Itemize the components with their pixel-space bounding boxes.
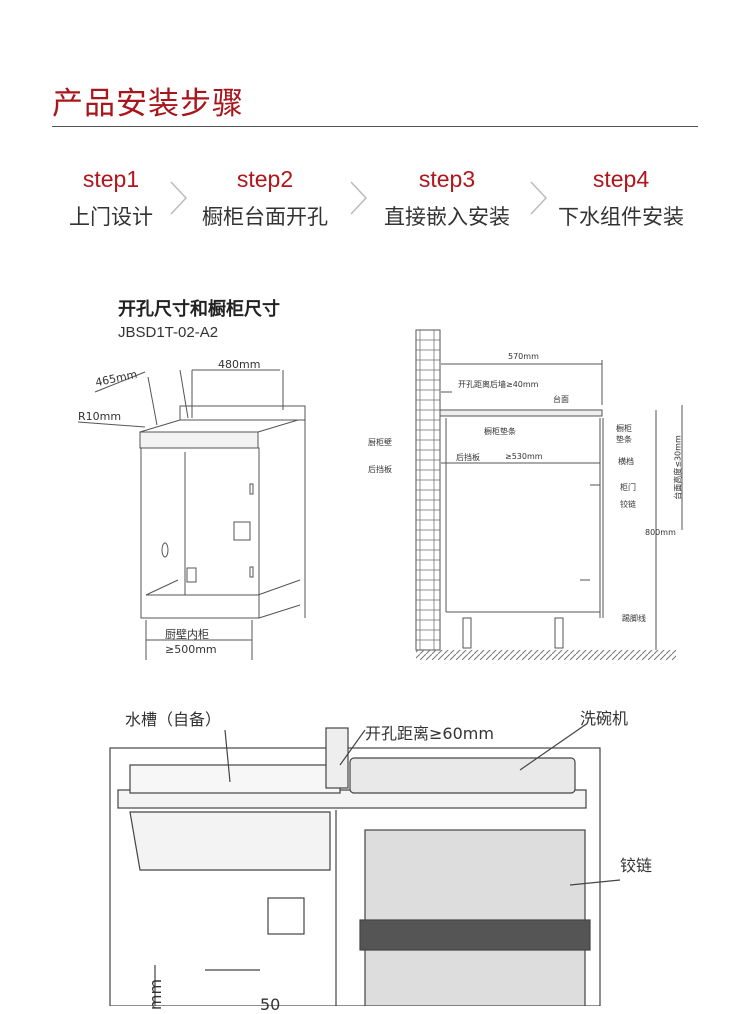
chevron-right-icon [530,181,548,215]
dishwasher-label: 洗碗机 [580,709,629,728]
chevron-right-icon [170,181,188,215]
bottom-dimension: 50 [260,995,281,1014]
inner-width-dimension: ≥500mm [165,643,217,656]
sink-label: 水槽（自备） [125,710,222,729]
kickboard-label: 踢脚线 [622,614,646,623]
distance-label: 开孔距离≥60mm [365,724,494,743]
chevron-right-icon [350,181,368,215]
cabinet-pad-label-right: 橱柜 垫条 [616,424,632,444]
cut-dimension: mm [146,978,166,1011]
cabinet-wall-label: 厨柜壁 [368,438,392,447]
depth-dimension: 465mm [94,367,139,390]
step-label: 直接嵌入安装 [384,205,510,229]
door-label: 柜门 [620,483,636,492]
step-number: step3 [418,166,476,192]
crossbar-label: 横档 [618,457,634,466]
inner-cabinet-label: 厨壁内柜 [165,628,209,641]
model-number: JBSD1T-02-A2 [118,324,219,341]
countertop-label: 台面 [553,395,569,404]
step-2: step2 橱柜台面开孔 [190,166,340,231]
cabinet-pad-label: 橱柜垫条 [484,427,516,436]
step-label: 橱柜台面开孔 [202,205,328,229]
step-label: 下水组件安装 [558,205,684,229]
step-label: 上门设计 [69,205,153,229]
hinge-label: 铰链 [620,500,636,509]
step-number: step4 [592,166,650,192]
back-panel-label: 后挡板 [456,453,480,462]
width-dimension: 480mm [218,358,261,371]
inner-depth-dimension: ≥530mm [505,452,543,461]
baffle-label: 后挡板 [368,465,392,474]
cabinet-diagram-title: 开孔尺寸和橱柜尺寸 [118,299,280,320]
step-3: step3 直接嵌入安装 [372,166,522,231]
radius-dimension: R10mm [78,410,122,423]
step-number: step2 [236,166,294,192]
hinge-label-bottom: 铰链 [620,856,653,875]
step-number: step1 [82,166,140,192]
step-1: step1 上门设计 [36,166,186,231]
title-divider [52,126,698,127]
page-title: 产品安装步骤 [52,86,244,122]
step-4: step4 下水组件安装 [546,166,696,231]
total-depth-dimension: 570mm [508,352,539,361]
thickness-dimension: 台面高度≤30mm [673,435,683,500]
height-dimension: 800mm [645,528,676,537]
wall-distance-dimension: 开孔距离后墙≥40mm [458,380,539,389]
